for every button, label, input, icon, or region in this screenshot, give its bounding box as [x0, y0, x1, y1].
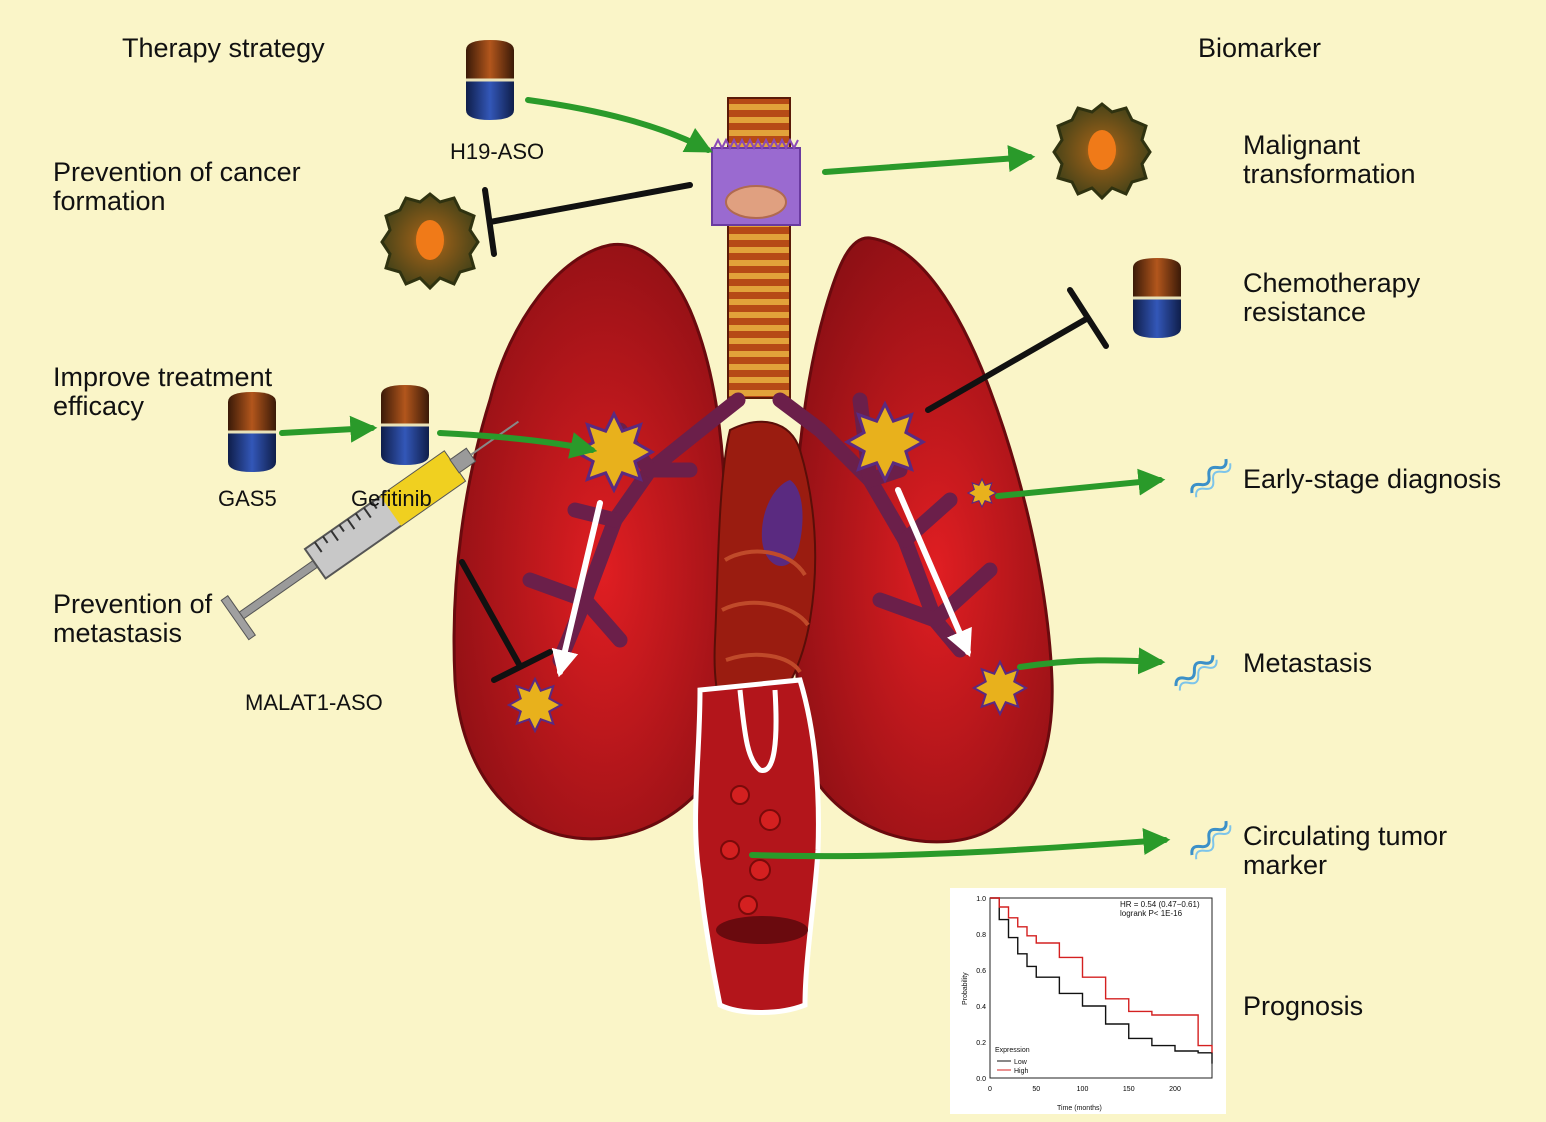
arrow-vessel-to-circulating-marker: [749, 828, 1171, 860]
rna-wave-icon: [1187, 454, 1235, 502]
km-legend-high: High: [1014, 1068, 1029, 1075]
blood-cell: [738, 895, 758, 915]
arrow-tumor-to-metastasis: [1017, 647, 1166, 675]
tumor-icon: [972, 660, 1028, 716]
biomarker-circulating-tumor-marker: Circulating tumor marker: [1243, 821, 1448, 880]
strategy-improve-treatment-efficacy: Improve treatment efficacy: [53, 362, 273, 421]
h19-aso-pill-icon: [464, 38, 516, 122]
biomarker-malignant-transformation: Malignant transformation: [1243, 130, 1416, 189]
km-y-tick-label: 1.0: [976, 896, 986, 903]
strategy-prevention-cancer-formation: Prevention of cancer formation: [53, 157, 301, 216]
inhibit-chemoresistance: [925, 287, 1109, 413]
drug-gas5: GAS5: [218, 486, 277, 511]
km-x-tick-label: 200: [1169, 1086, 1181, 1093]
heart-vessel: [761, 480, 803, 567]
white-arrow-right: [895, 487, 972, 657]
km-legend-title: Expression: [995, 1047, 1030, 1054]
vessel-inner: [737, 689, 779, 773]
syringe-icon: [220, 420, 520, 641]
blood-vessel: [693, 677, 821, 1015]
tumor-icon: [967, 478, 997, 508]
arrow-gas5-to-gefitinib: [279, 415, 378, 443]
gefitinib-pill-icon: [379, 383, 431, 467]
km-plot: 0.0 0.2 0.4 0.6 0.8 1.0 0 50 100 150 200 HR = 0.5…: [950, 888, 1226, 1114]
km-series-high: [990, 897, 1213, 1053]
km-y-tick-label: 0.0: [976, 1076, 986, 1083]
km-x-tick-label: 100: [1077, 1086, 1089, 1093]
tumor-icon: [507, 677, 563, 733]
epithelial-cell: [711, 137, 801, 226]
drug-h19-aso: H19-ASO: [450, 139, 545, 164]
km-x-tick-labels: 0 50 100 150 200: [988, 1086, 1181, 1093]
tumor-icon: [845, 402, 925, 482]
biomarker-chemotherapy-resistance: Chemotherapy resistance: [1243, 268, 1421, 327]
km-y-tick-label: 0.4: [976, 1004, 986, 1011]
km-legend-low: Low: [1014, 1059, 1028, 1066]
therapy-strategy-header: Therapy strategy: [122, 33, 325, 63]
right-lung: [793, 236, 1054, 844]
biomarker-header: Biomarker: [1198, 33, 1322, 63]
blood-cell: [759, 809, 781, 831]
rna-wave-icon: [1171, 650, 1221, 696]
arrow-tumor-to-early-diagnosis: [995, 468, 1166, 499]
km-x-tick-label: 50: [1032, 1086, 1040, 1093]
biomarker-early-stage-diagnosis: Early-stage diagnosis: [1243, 464, 1502, 494]
km-y-tick-labels: 0.0 0.2 0.4 0.6 0.8 1.0: [976, 896, 986, 1083]
biomarker-metastasis: Metastasis: [1243, 648, 1373, 678]
blood-cell: [720, 840, 740, 860]
arrow-cell-to-malignant: [822, 145, 1036, 175]
km-y-axis-label: Probability: [962, 972, 969, 1005]
rna-wave-icon: [1187, 816, 1235, 864]
drug-malat1-aso: MALAT1-ASO: [245, 690, 383, 715]
cancer-cell-icon: [1052, 102, 1152, 200]
km-y-tick-label: 0.6: [976, 968, 986, 975]
km-plot-frame: [989, 897, 1213, 1079]
km-x-tick-label: 150: [1123, 1086, 1135, 1093]
km-x-axis-label: Time (months): [1057, 1105, 1102, 1112]
km-series-lines: [990, 897, 1213, 1064]
heart-texture: [721, 549, 810, 674]
km-series-low: [990, 897, 1213, 1064]
strategy-prevention-metastasis: Prevention of metastasis: [53, 589, 213, 648]
white-arrow-left: [551, 500, 603, 678]
inhibit-cancer-formation: [482, 182, 693, 257]
chemotherapy-pill-icon: [1131, 256, 1183, 340]
blood-cell: [730, 785, 750, 805]
km-y-tick-label: 0.8: [976, 932, 986, 939]
cancer-cell-icon: [380, 192, 480, 290]
arrow-h19-to-cell: [525, 97, 713, 153]
biomarker-prognosis: Prognosis: [1243, 991, 1364, 1021]
km-x-tick-label: 0: [988, 1086, 992, 1093]
arrow-gefitinib-to-tumor: [437, 430, 598, 459]
km-y-tick-label: 0.2: [976, 1040, 986, 1047]
blood-cell: [749, 859, 771, 881]
vessel-opening: [716, 916, 808, 944]
km-stats-hr: HR = 0.54 (0.47−0.61): [1120, 900, 1200, 909]
km-stats-logrank: logrank P< 1E-16: [1120, 909, 1183, 918]
inhibit-metastasis: [459, 559, 553, 683]
km-plot-panel: [950, 888, 1226, 1114]
drug-gefitinib: Gefitinib: [351, 486, 432, 511]
